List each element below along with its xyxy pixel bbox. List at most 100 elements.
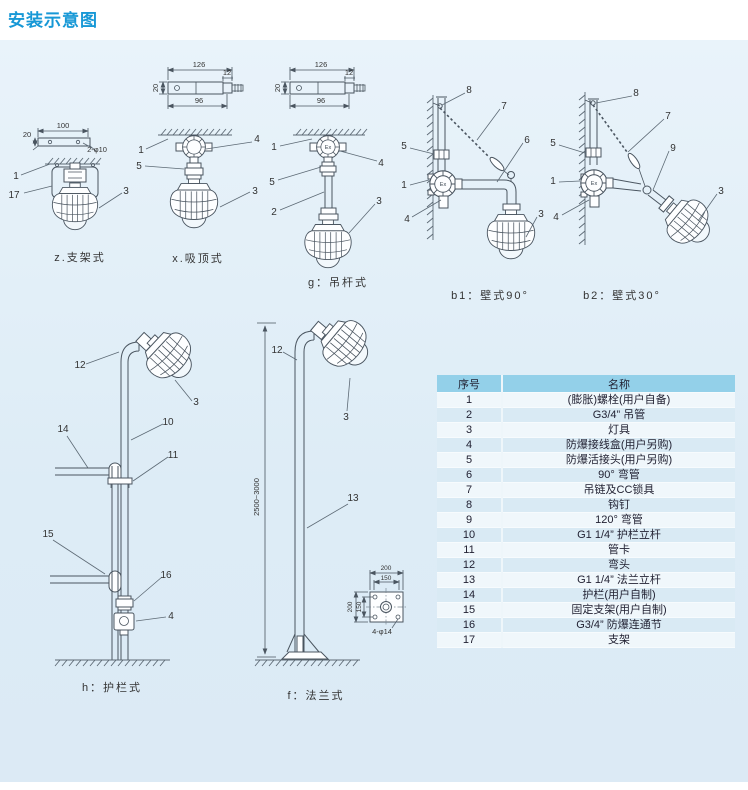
callout: 2	[271, 207, 277, 218]
part-number: 17	[437, 632, 503, 648]
part-number: 9	[437, 512, 503, 528]
callout: 3	[718, 186, 724, 197]
col-header-name: 名称	[502, 375, 735, 393]
callout: 11	[168, 450, 179, 461]
callout: 3	[252, 186, 258, 197]
part-number: 15	[437, 602, 503, 618]
ex-mark: Ex	[440, 182, 447, 188]
callout: 5	[269, 177, 275, 188]
part-number: 5	[437, 452, 503, 468]
part-number: 4	[437, 437, 503, 453]
callout: 5	[401, 141, 407, 152]
part-number: 2	[437, 407, 503, 423]
callout: 15	[42, 529, 54, 540]
ceiling-hatch	[293, 128, 368, 136]
callout: 5	[136, 161, 142, 172]
callout: 1	[271, 142, 277, 153]
callout: 7	[665, 111, 671, 122]
lamp-icon	[304, 219, 352, 269]
dim-label: 150	[356, 601, 363, 612]
part-name: 钩钉	[502, 497, 735, 513]
diagram-z-bracket-type: 100 20 2-φ10 1 17 3	[8, 121, 129, 231]
diagram-g-pendant-type: 126 12 20 96 Ex 1 4 5 2 3	[269, 60, 384, 269]
junction-box-icon	[182, 135, 206, 159]
callout: 9	[670, 143, 676, 154]
dim-label: 4-φ14	[372, 627, 392, 636]
dim-label: 12	[345, 68, 353, 77]
callout: 6	[524, 135, 530, 146]
callout: 5	[550, 138, 556, 149]
ex-mark: Ex	[591, 181, 598, 187]
callout: 3	[538, 209, 544, 220]
part-name: 弯头	[502, 557, 735, 573]
part-number: 11	[437, 542, 503, 558]
lamp-icon	[51, 182, 99, 231]
lamp-icon	[133, 320, 205, 392]
part-name: 灯具	[502, 422, 735, 438]
part-number: 6	[437, 467, 503, 483]
caption-b1: b1：壁式90°	[451, 290, 529, 302]
dim-label: 96	[195, 96, 203, 105]
wall-hatch	[578, 92, 586, 245]
col-header-number: 序号	[437, 375, 503, 393]
part-number: 14	[437, 587, 503, 603]
callout: 12	[271, 345, 283, 356]
callout: 16	[160, 570, 172, 581]
part-name: (膨胀)螺栓(用户自备)	[502, 392, 735, 408]
dim-label: 96	[317, 96, 325, 105]
diagram-x-ceiling-type: 126 12 20 96 1 4 5 3	[136, 60, 260, 229]
diagram-h-guardrail-type: 12 3 10 14 11 15 16 4	[42, 320, 205, 667]
lamp-icon	[309, 308, 381, 380]
callout: 13	[347, 493, 359, 504]
caption-z: z.支架式	[54, 252, 106, 264]
part-number: 8	[437, 497, 503, 513]
callout: 1	[13, 171, 19, 182]
callout: 17	[8, 190, 20, 201]
dim-label: 2500~3000	[252, 478, 261, 516]
part-name: 支架	[502, 632, 735, 648]
callout: 12	[74, 360, 86, 371]
ceiling-hatch	[158, 128, 233, 136]
diagram-f-flange-type: 2500~3000 200 150 200 150 4-φ14	[252, 308, 407, 667]
lamp-mount	[658, 195, 675, 213]
part-name: 吊链及CC锁具	[502, 482, 735, 498]
part-name: G1 1/4” 法兰立杆	[502, 572, 735, 588]
part-number: 3	[437, 422, 503, 438]
dim-label: 200	[381, 565, 392, 572]
callout: 4	[553, 212, 559, 223]
dim-label: 20	[23, 130, 31, 139]
part-number: 13	[437, 572, 503, 588]
part-name: 防爆活接头(用户另购)	[502, 452, 735, 468]
callout: 1	[550, 176, 556, 187]
part-number: 10	[437, 527, 503, 543]
callout: 3	[376, 196, 382, 207]
dim-label: 12	[223, 68, 231, 77]
ground-hatch	[54, 659, 170, 667]
part-number: 12	[437, 557, 503, 573]
part-number: 7	[437, 482, 503, 498]
dim-label: 126	[315, 60, 328, 69]
callout: 3	[193, 397, 199, 408]
callout: 14	[57, 424, 69, 435]
caption-g: g：吊杆式	[307, 277, 369, 289]
callout: 1	[138, 145, 144, 156]
caption-f: f：法兰式	[287, 690, 345, 702]
table-header-row: 序号 名称	[437, 375, 735, 393]
part-name: 固定支架(用户自制)	[502, 602, 735, 618]
callout: 1	[401, 180, 407, 191]
dim-label: 20	[151, 84, 160, 92]
callout: 4	[378, 158, 384, 169]
part-name: 防爆接线盒(用户另购)	[502, 437, 735, 453]
